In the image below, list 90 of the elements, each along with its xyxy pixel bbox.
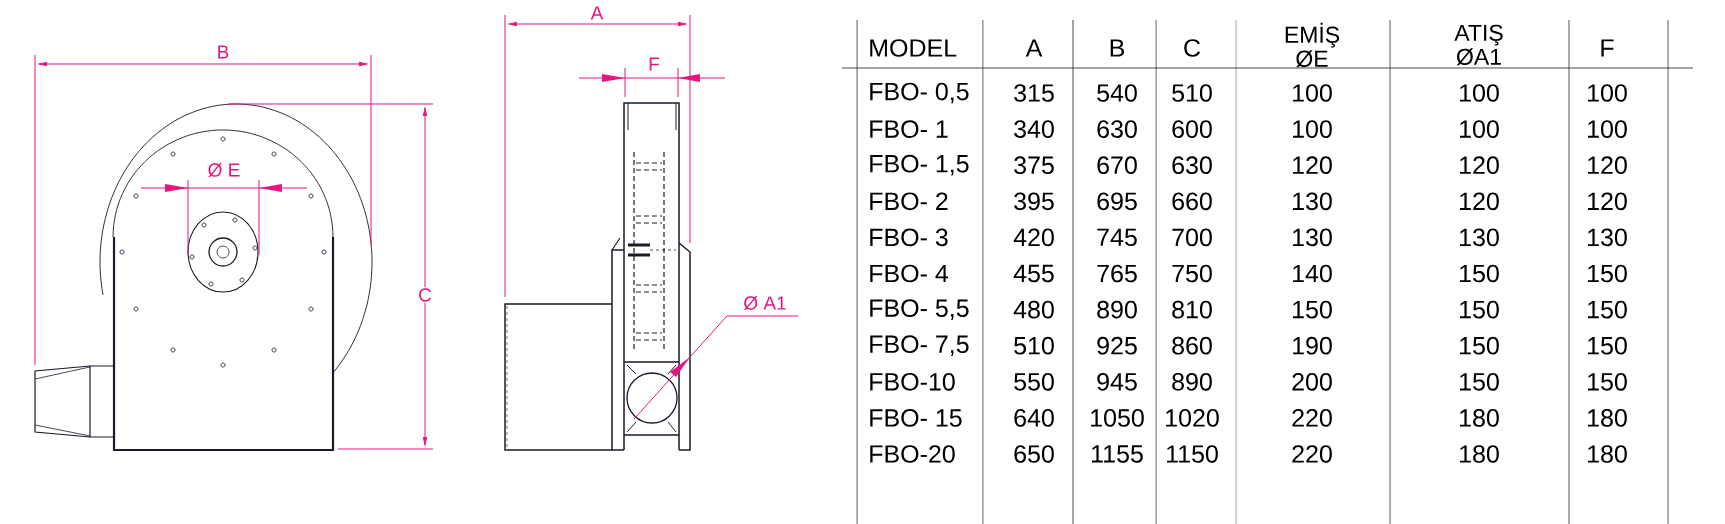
table-cell: 150 (1460, 264, 1499, 283)
table-cell: FBO- 2 (870, 192, 948, 211)
table-cell: 550 (1014, 372, 1054, 391)
table-cell: 100 (1588, 84, 1627, 102)
table-cell: 1020 (1166, 409, 1219, 427)
table-cell: 925 (1097, 336, 1137, 355)
table-cell: 120 (1460, 192, 1499, 211)
table-cell: FBO- 5,5 (870, 299, 969, 320)
table-cell: 220 (1292, 409, 1332, 427)
table-cell: 480 (1013, 300, 1054, 319)
table-cell: FBO- 15 (870, 409, 962, 427)
table-cell: 180 (1460, 409, 1499, 427)
table-cell: 1050 (1091, 409, 1144, 427)
table-cell: 860 (1172, 336, 1212, 355)
table-cell: 375 (1014, 156, 1054, 175)
dimension-label: B (218, 45, 229, 59)
table-cell: 150 (1460, 300, 1499, 319)
table-cell: 340 (1014, 120, 1054, 138)
table-cell: 150 (1588, 372, 1627, 391)
table-cell: 100 (1460, 120, 1499, 138)
dimension-label: Ø E (208, 162, 240, 178)
table-cell: 100 (1293, 120, 1332, 138)
table-cell: 600 (1172, 120, 1212, 138)
table-cell: 100 (1293, 84, 1332, 102)
table-cell: 695 (1097, 192, 1137, 211)
table-cell: 130 (1460, 228, 1499, 247)
table-cell: 1150 (1167, 445, 1218, 463)
table-cell: 540 (1097, 84, 1137, 102)
table-cell: 660 (1172, 192, 1212, 211)
table-cell: 150 (1460, 336, 1499, 355)
table-cell: 150 (1588, 300, 1627, 319)
table-header: C (1184, 39, 1201, 57)
table-cell: 100 (1460, 84, 1499, 102)
dimension-label: C (417, 287, 433, 303)
table-cell: 510 (1014, 336, 1054, 355)
table-cell: 945 (1097, 372, 1137, 391)
table-cell: 120 (1460, 156, 1499, 175)
table-cell: FBO- 4 (870, 264, 949, 283)
table-cell: FBO- 0,5 (870, 82, 969, 104)
table-cell: FBO-20 (870, 445, 955, 463)
table-cell: 180 (1460, 445, 1499, 463)
table-cell: 180 (1588, 445, 1627, 463)
table-cell: 650 (1014, 445, 1054, 463)
table-cell: 120 (1293, 156, 1332, 175)
table-cell: FBO- 1 (870, 120, 948, 138)
table-cell: 150 (1588, 264, 1627, 283)
table-cell: 395 (1014, 192, 1054, 211)
table-cell: 1155 (1092, 445, 1143, 463)
table-cell: 130 (1293, 228, 1332, 247)
table-cell: 630 (1097, 120, 1137, 138)
table-cell: 130 (1588, 228, 1627, 247)
table-cell: 190 (1293, 336, 1332, 355)
table-cell: FBO- 7,5 (870, 335, 969, 356)
table-header: B (1110, 39, 1124, 57)
table-cell: FBO- 3 (870, 228, 948, 247)
table-cell: 150 (1460, 372, 1499, 391)
table-cell: 420 (1013, 228, 1054, 247)
table-header: MODEL (870, 39, 957, 57)
dimension-label: A (590, 6, 604, 20)
table-cell: 120 (1588, 192, 1627, 211)
table-header: A (1025, 39, 1043, 57)
table-cell: 640 (1014, 409, 1054, 427)
table-cell: 745 (1097, 228, 1137, 247)
table-cell: 150 (1588, 336, 1627, 355)
table-cell: 765 (1097, 264, 1137, 283)
table-cell: 455 (1013, 264, 1054, 283)
table-header: F (1601, 39, 1614, 57)
table-cell: 700 (1172, 228, 1212, 247)
table-cell: 510 (1172, 84, 1212, 102)
table-header: EMİŞ ØE (1285, 22, 1340, 68)
table-cell: 810 (1172, 300, 1212, 319)
table-cell: 150 (1293, 300, 1332, 319)
table-cell: FBO- 1,5 (870, 154, 969, 176)
table-cell: 890 (1172, 372, 1212, 391)
dimension-label: Ø A1 (744, 295, 786, 311)
table-cell: FBO-10 (870, 372, 955, 391)
table-cell: 315 (1014, 84, 1054, 102)
table-cell: 630 (1172, 156, 1212, 175)
table-cell: 140 (1293, 264, 1332, 283)
table-cell: 750 (1172, 264, 1212, 283)
table-cell: 220 (1292, 445, 1332, 463)
table-cell: 130 (1293, 192, 1332, 211)
table-cell: 120 (1588, 156, 1627, 175)
table-cell: 670 (1097, 156, 1137, 175)
dimension-label: F (649, 57, 660, 71)
table-header: ATIŞ ØA1 (1454, 24, 1503, 66)
table-cell: 200 (1292, 372, 1332, 391)
table-cell: 180 (1588, 409, 1627, 427)
table-cell: 100 (1588, 120, 1627, 138)
table-cell: 890 (1097, 300, 1137, 319)
